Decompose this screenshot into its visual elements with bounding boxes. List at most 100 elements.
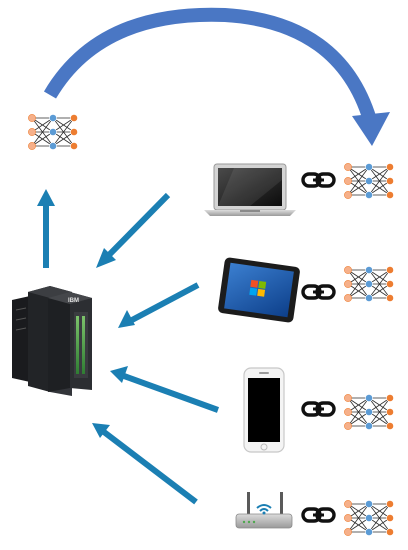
network-node	[365, 514, 373, 522]
network-edge	[347, 269, 370, 285]
chain-link-bar	[313, 178, 324, 182]
network-edge	[347, 166, 370, 196]
tablet-icon	[218, 257, 300, 323]
network-node	[70, 114, 78, 122]
network-node	[365, 394, 373, 402]
network-node	[365, 266, 373, 274]
network-node	[365, 191, 373, 199]
network-edge	[347, 397, 370, 413]
global-model-network-icon	[28, 114, 78, 150]
chain-link-bar	[313, 513, 324, 517]
network-node	[28, 114, 36, 122]
network-node	[386, 177, 394, 185]
network-node	[28, 142, 36, 150]
network-node	[344, 422, 352, 430]
network-edge	[368, 397, 391, 413]
network-node	[386, 191, 394, 199]
network-edge	[347, 283, 370, 299]
network-node	[386, 422, 394, 430]
network-edge	[368, 397, 391, 427]
network-node	[365, 280, 373, 288]
update-arrow-laptop	[96, 192, 171, 268]
network-node	[386, 163, 394, 171]
laptop-icon	[204, 163, 296, 216]
distribute-curved-arrow	[43, 7, 390, 146]
network-node	[386, 294, 394, 302]
update-arrow-router	[92, 423, 198, 505]
network-edge	[347, 166, 370, 182]
network-node	[365, 500, 373, 508]
network-edge	[347, 517, 370, 533]
network-node	[344, 514, 352, 522]
network-edge	[368, 411, 391, 427]
mainframe-server-icon: IBM	[12, 286, 92, 396]
network-edge	[347, 269, 370, 299]
network-node	[386, 266, 394, 274]
network-node	[386, 514, 394, 522]
network-node	[386, 394, 394, 402]
network-node	[49, 142, 57, 150]
network-edge	[52, 117, 75, 147]
local-model-network-icon	[344, 163, 394, 199]
network-node	[386, 500, 394, 508]
network-node	[386, 408, 394, 416]
network-node	[365, 177, 373, 185]
network-node	[344, 177, 352, 185]
network-node	[344, 294, 352, 302]
network-node	[344, 528, 352, 536]
network-node	[28, 128, 36, 136]
local-model-network-icon	[344, 500, 394, 536]
update-arrow-tablet	[118, 282, 200, 328]
network-node	[344, 394, 352, 402]
network-edge	[347, 411, 370, 427]
network-edge	[368, 269, 391, 299]
chain-link-icon	[301, 284, 336, 300]
network-node	[344, 280, 352, 288]
network-node	[70, 128, 78, 136]
network-edge	[52, 117, 75, 133]
network-edge	[368, 166, 391, 182]
smartphone-icon	[243, 367, 285, 453]
chain-link-icon	[301, 172, 336, 188]
network-edge	[347, 503, 370, 519]
network-node	[365, 408, 373, 416]
network-node	[365, 422, 373, 430]
chain-link-bar	[313, 290, 324, 294]
upload-arrow-up	[37, 189, 55, 268]
network-edge	[368, 166, 391, 196]
network-node	[344, 266, 352, 274]
network-edge	[347, 503, 370, 533]
network-edge	[368, 517, 391, 533]
network-node	[49, 128, 57, 136]
network-node	[70, 142, 78, 150]
network-edge	[368, 269, 391, 285]
network-edge	[368, 283, 391, 299]
network-edge	[31, 117, 54, 147]
network-node	[49, 114, 57, 122]
server-brand-label: IBM	[68, 298, 79, 304]
network-node	[344, 408, 352, 416]
network-edge	[347, 180, 370, 196]
network-node	[386, 528, 394, 536]
network-node	[365, 163, 373, 171]
network-node	[386, 280, 394, 288]
network-edge	[347, 397, 370, 427]
chain-link-bar	[313, 407, 324, 411]
network-node	[344, 191, 352, 199]
network-edge	[31, 131, 54, 147]
network-edge	[52, 131, 75, 147]
network-node	[344, 500, 352, 508]
local-model-network-icon	[344, 394, 394, 430]
local-model-network-icon	[344, 266, 394, 302]
network-edge	[368, 180, 391, 196]
network-edge	[368, 503, 391, 519]
network-edge	[31, 117, 54, 133]
update-arrow-phone	[110, 366, 220, 413]
chain-link-icon	[301, 507, 336, 523]
network-node	[365, 294, 373, 302]
network-node	[344, 163, 352, 171]
wifi-router-icon	[235, 492, 293, 529]
network-edge	[368, 503, 391, 533]
